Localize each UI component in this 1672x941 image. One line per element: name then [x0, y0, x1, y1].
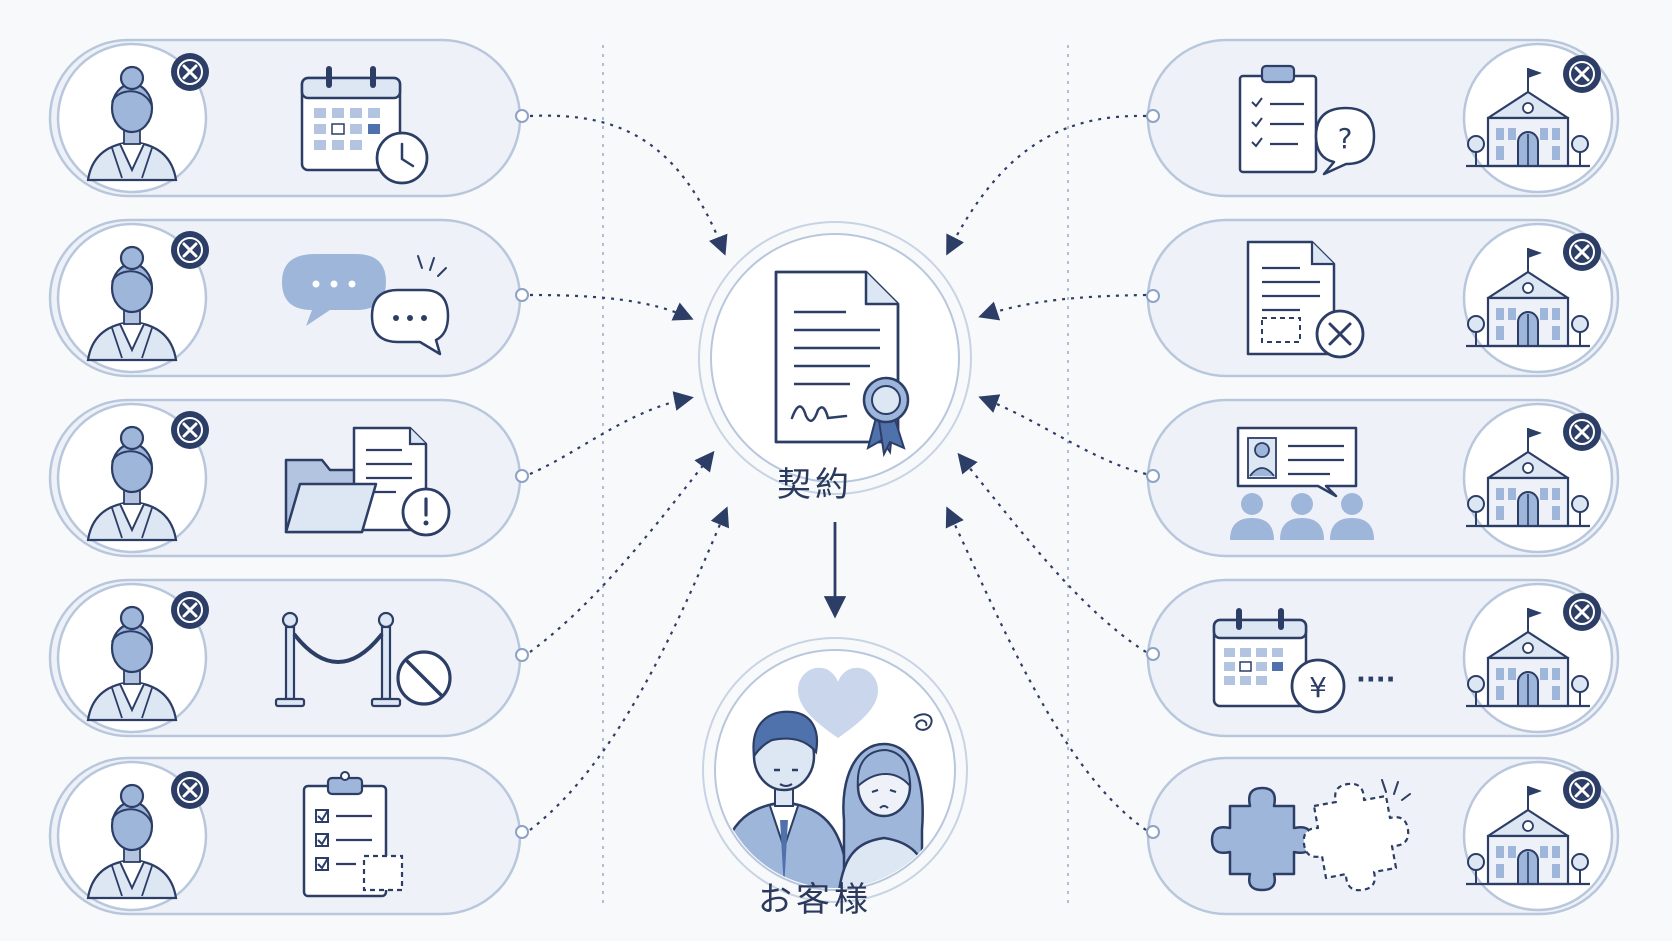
close-badge-icon	[169, 769, 211, 811]
calendar-yen-icon: ¥	[1212, 608, 1346, 714]
close-badge-icon	[1561, 231, 1603, 273]
arrow-left-1	[529, 114, 728, 256]
arrow-right-5	[945, 506, 1147, 831]
arrow-left-5	[529, 506, 730, 831]
close-badge-icon	[169, 409, 211, 451]
contract-label: 契約	[777, 465, 853, 505]
left-pill-4	[48, 578, 529, 738]
close-badge-icon	[1561, 53, 1603, 95]
arrow-left-2	[529, 293, 694, 321]
svg-text:¥: ¥	[1309, 671, 1327, 704]
calendar-clock-icon	[300, 66, 429, 185]
contract-hub	[698, 221, 972, 495]
right-pill-3	[1146, 398, 1620, 558]
close-badge-icon	[1561, 411, 1603, 453]
rope-barrier-no-icon	[274, 611, 452, 708]
close-badge-icon	[169, 51, 211, 93]
svg-text:?: ?	[1338, 122, 1353, 155]
close-badge-icon	[169, 589, 211, 631]
arrow-right-1	[946, 114, 1147, 256]
left-pill-1	[48, 38, 529, 198]
right-pill-2	[1146, 218, 1620, 378]
right-pill-1: ?	[1146, 38, 1620, 198]
heart-icon	[798, 667, 878, 738]
checklist-incomplete-icon	[302, 771, 404, 898]
close-badge-icon	[1561, 769, 1603, 811]
arrow-right-3	[978, 394, 1147, 476]
speech-bubbles-icon	[282, 254, 450, 356]
left-pill-3	[48, 398, 529, 558]
trailing-dots: ····	[1356, 665, 1396, 695]
arrow-left-4	[529, 450, 715, 653]
right-pill-4: ¥ ····	[1146, 578, 1620, 738]
checklist-question-icon: ?	[1238, 64, 1376, 176]
puzzle-mismatch-icon	[1210, 779, 1411, 892]
close-badge-icon	[1561, 591, 1603, 633]
arrow-left-3	[529, 391, 694, 476]
folder-warning-icon	[284, 426, 451, 537]
arrow-right-4	[957, 452, 1147, 653]
arrow-right-2	[978, 293, 1147, 321]
right-pill-5	[1146, 756, 1620, 916]
left-pill-2	[48, 218, 529, 378]
left-pill-5	[48, 756, 529, 916]
customer-hub	[702, 637, 968, 903]
close-badge-icon	[169, 229, 211, 271]
contract-document-icon	[774, 270, 910, 458]
customer-label: お客様	[758, 880, 872, 920]
presentation-audience-icon	[1230, 426, 1374, 540]
document-rejected-icon	[1246, 240, 1365, 359]
